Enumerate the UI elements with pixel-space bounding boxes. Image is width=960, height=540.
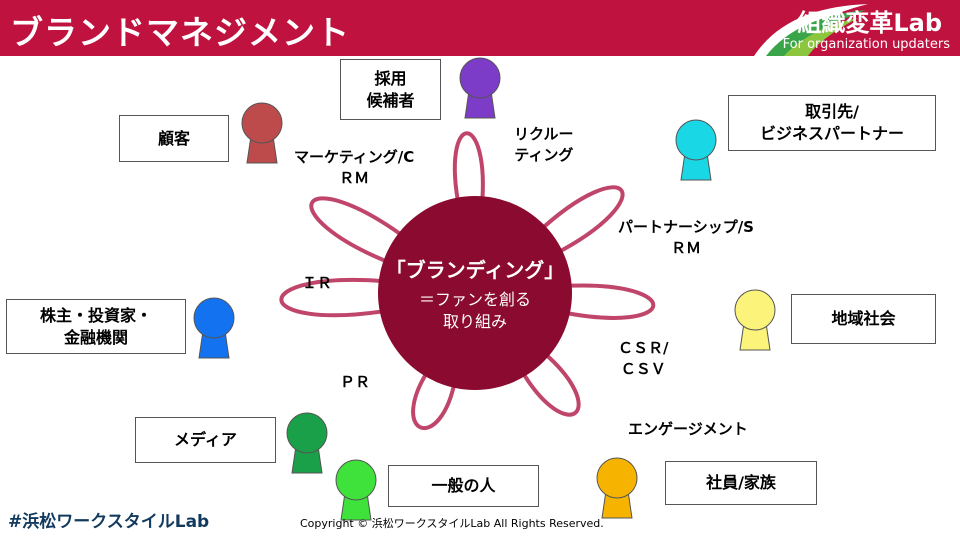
person-icon [734,289,776,351]
hashtag: #浜松ワークスタイルLab [8,512,210,532]
person-icon [596,457,638,519]
loop-recruiting [452,131,485,210]
page-title: ブランドマネジメント [10,13,350,52]
stakeholder-box-business-partners: 取引先/ビジネスパートナー [728,95,936,151]
branding-hub: 「ブランディング」 ＝ファンを創る 取り組み [378,196,572,390]
person-icon [241,102,283,164]
hub-subtitle-line2: 取り組み [442,311,507,331]
loop-ir [279,278,391,318]
stakeholder-box-employees-family: 社員/家族 [665,461,817,505]
stakeholder-box-customers: 顧客 [119,115,229,162]
person-icon [459,57,501,119]
loop-engagement [517,347,581,417]
person-icon [193,297,235,359]
relation-label-pr: ＰＲ [340,373,371,391]
logo-swoosh-icon [754,4,868,56]
person-icon [286,412,328,474]
person-icon [675,119,717,181]
stakeholder-box-media: メディア [135,417,276,463]
stakeholder-box-community: 地域社会 [791,294,936,344]
person-icon [335,459,377,521]
stakeholder-box-general-public: 一般の人 [388,465,539,507]
hub-title: 「ブランディング」 [385,257,565,282]
copyright: Copyright © 浜松ワークスタイルLab All Rights Rese… [300,517,604,530]
logo-text: 組織変革Lab [797,9,942,37]
relation-label-engagement: エンゲージメント [628,420,748,438]
hub-subtitle-line1: ＝ファンを創る [418,289,531,309]
stakeholder-box-investors: 株主・投資家・金融機関 [6,299,186,354]
loop-pr [411,365,458,431]
stakeholder-figures [193,57,776,521]
logo-tagline: For organization updaters [782,37,950,52]
loop-csr [558,283,656,320]
connection-loops [279,131,656,431]
relation-label-recruiting: リクルーティング [514,125,574,164]
logo: 組織変革Lab For organization updaters [748,0,960,56]
relation-label-csr-csv: ＣＳＲ/ＣＳＶ [618,339,669,378]
loop-partnership [535,185,625,258]
loop-marketing [309,196,409,267]
relation-label-ir: ＩＲ [302,274,333,292]
stakeholder-box-recruit-candidates: 採用候補者 [340,59,441,120]
